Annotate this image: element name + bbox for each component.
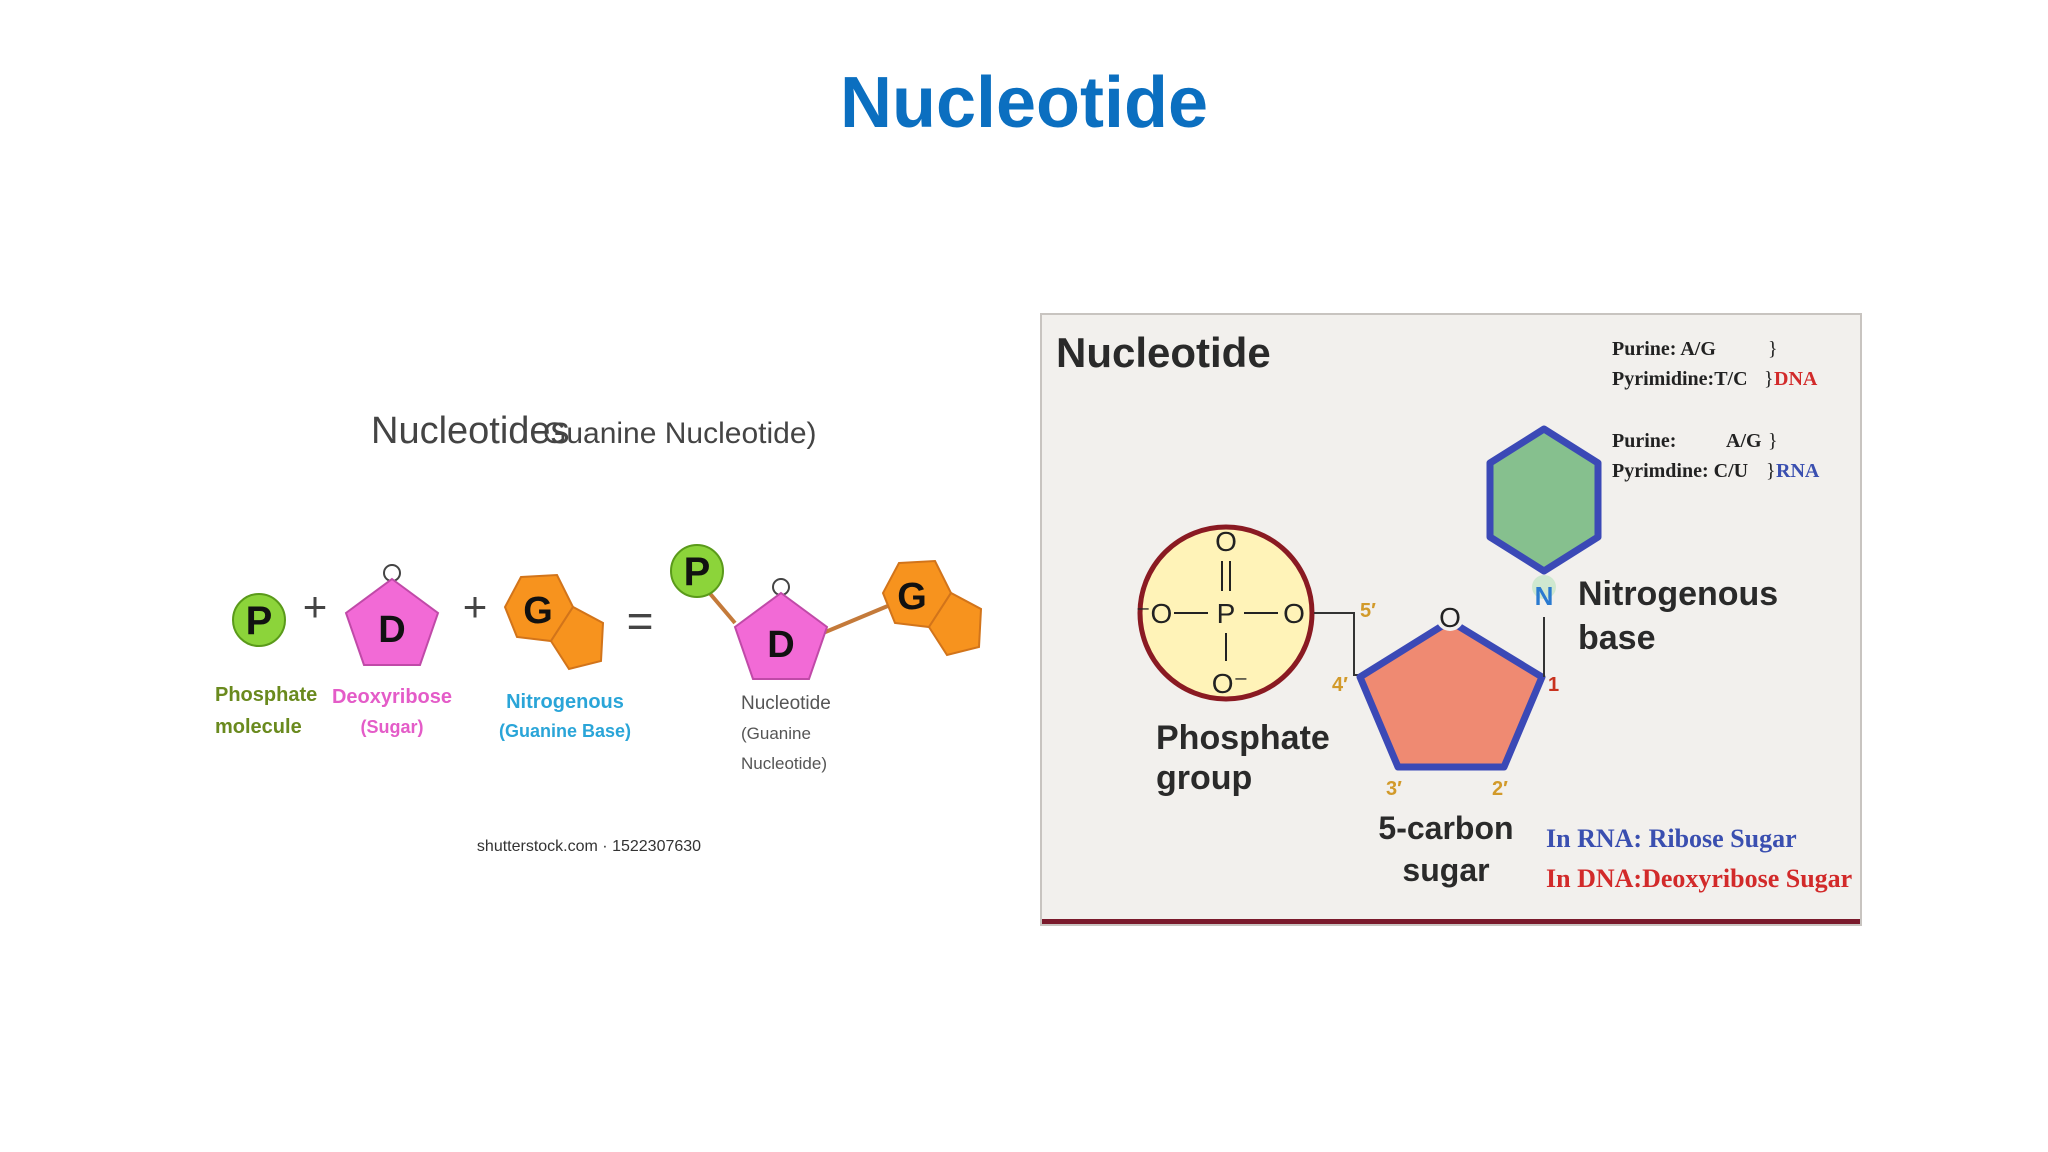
right-title: Nucleotide xyxy=(1056,329,1271,376)
result-label-3: Nucleotide) xyxy=(741,754,827,773)
sugar-label-1: Deoxyribose xyxy=(332,686,452,708)
result-base-letter: G xyxy=(897,576,927,618)
phosphate-circle xyxy=(232,593,286,647)
nucleotide-structure-svg: Nucleotide Purine: A/G } Pyrimidine:T/C … xyxy=(1056,329,1852,893)
sugar-letter: D xyxy=(378,609,405,651)
phosphate-ring xyxy=(1137,524,1315,702)
sugar-label-2: (Sugar) xyxy=(361,717,424,737)
sugar-c4-label: 4′ xyxy=(1332,674,1348,696)
rna-brace-bottom: } xyxy=(1766,460,1776,482)
phosphate-o-top: O xyxy=(1215,526,1237,557)
plus-sign-2: + xyxy=(463,583,488,630)
rna-tag: RNA xyxy=(1776,460,1820,482)
rna-sugar-note: In RNA: Ribose Sugar xyxy=(1546,824,1797,853)
plus-sign-1: + xyxy=(303,583,328,630)
base-pentagon xyxy=(549,605,605,671)
left-title-main: Nucleotides xyxy=(371,410,570,452)
sugar-c2-label: 2′ xyxy=(1492,778,1508,800)
rna-brace-top: } xyxy=(1768,430,1778,452)
phosphate-o-left: ⁻O xyxy=(1136,598,1173,629)
base-label-2: (Guanine Base) xyxy=(499,721,631,741)
phosphate-label-2: molecule xyxy=(215,716,302,738)
sugar-ring-o: O xyxy=(1439,602,1461,633)
equals-sign: = xyxy=(627,595,654,647)
dna-pyrimidine: Pyrimidine:T/C xyxy=(1612,368,1748,390)
slide-title: Nucleotide xyxy=(839,63,1209,143)
phosphate-label-1: Phosphate xyxy=(215,684,317,706)
result-sugar-pentagon xyxy=(733,591,829,680)
dna-sugar-note: In DNA:Deoxyribose Sugar xyxy=(1546,864,1852,893)
base-letter: G xyxy=(523,590,553,632)
sugar-c5-label: 5′ xyxy=(1360,600,1376,622)
rna-pyrimidine: Pyrimdine: C/U xyxy=(1612,460,1748,482)
sugar-c1-label: 1 xyxy=(1548,674,1559,696)
rna-purine-value: A/G xyxy=(1726,430,1762,452)
result-label-2: (Guanine xyxy=(741,724,811,743)
result-phosphate-letter: P xyxy=(684,550,711,594)
phosphate-sugar-link xyxy=(1314,612,1358,676)
phosphate-letter: P xyxy=(246,599,273,643)
dna-brace-top: } xyxy=(1768,338,1778,360)
image-credit: shutterstock.com · 1522307630 xyxy=(477,838,701,855)
bond-sugar-base xyxy=(822,601,896,635)
result-sugar-letter: D xyxy=(767,624,794,666)
sugar-c3-label: 3′ xyxy=(1386,778,1402,800)
sugar-ring xyxy=(1356,617,1546,771)
result-phosphate-circle xyxy=(670,544,724,598)
base-label-2: base xyxy=(1578,619,1656,657)
base-ring xyxy=(1486,425,1602,575)
nucleotide-structure-diagram: Nucleotide Purine: A/G } Pyrimidine:T/C … xyxy=(1040,313,1862,926)
sugar-label-1: 5-carbon xyxy=(1378,810,1513,846)
sugar-o-bg xyxy=(1436,603,1464,631)
base-label-1: Nitrogenous xyxy=(506,691,624,713)
result-base-pentagon xyxy=(927,591,983,657)
base-n-glow xyxy=(1532,575,1556,599)
sugar-pentagon xyxy=(344,577,440,666)
rna-purine: Purine: xyxy=(1612,430,1676,452)
base-label-1: Nitrogenous xyxy=(1578,575,1778,613)
sugar-label-2: sugar xyxy=(1402,852,1489,888)
phosphate-label-2: group xyxy=(1156,759,1252,797)
guanine-nucleotide-svg: Nucleotides Guanine Nucleotide) P Phosph… xyxy=(215,410,983,855)
result-label-1: Nucleotide xyxy=(741,693,831,714)
phosphate-o-right: O xyxy=(1283,598,1305,629)
dna-tag: DNA xyxy=(1774,368,1818,390)
phosphate-o-bottom: O⁻ xyxy=(1212,668,1249,699)
phosphate-label-1: Phosphate xyxy=(1156,719,1330,757)
base-n-atom: N xyxy=(1535,581,1554,611)
dna-purine: Purine: A/G xyxy=(1612,338,1716,360)
panel-bottom-border xyxy=(1042,919,1860,924)
phosphate-p: P xyxy=(1217,598,1236,629)
left-title-sub: Guanine Nucleotide) xyxy=(543,417,817,450)
dna-brace-bottom: } xyxy=(1764,368,1774,390)
guanine-nucleotide-diagram: Nucleotides Guanine Nucleotide) P Phosph… xyxy=(195,385,995,875)
